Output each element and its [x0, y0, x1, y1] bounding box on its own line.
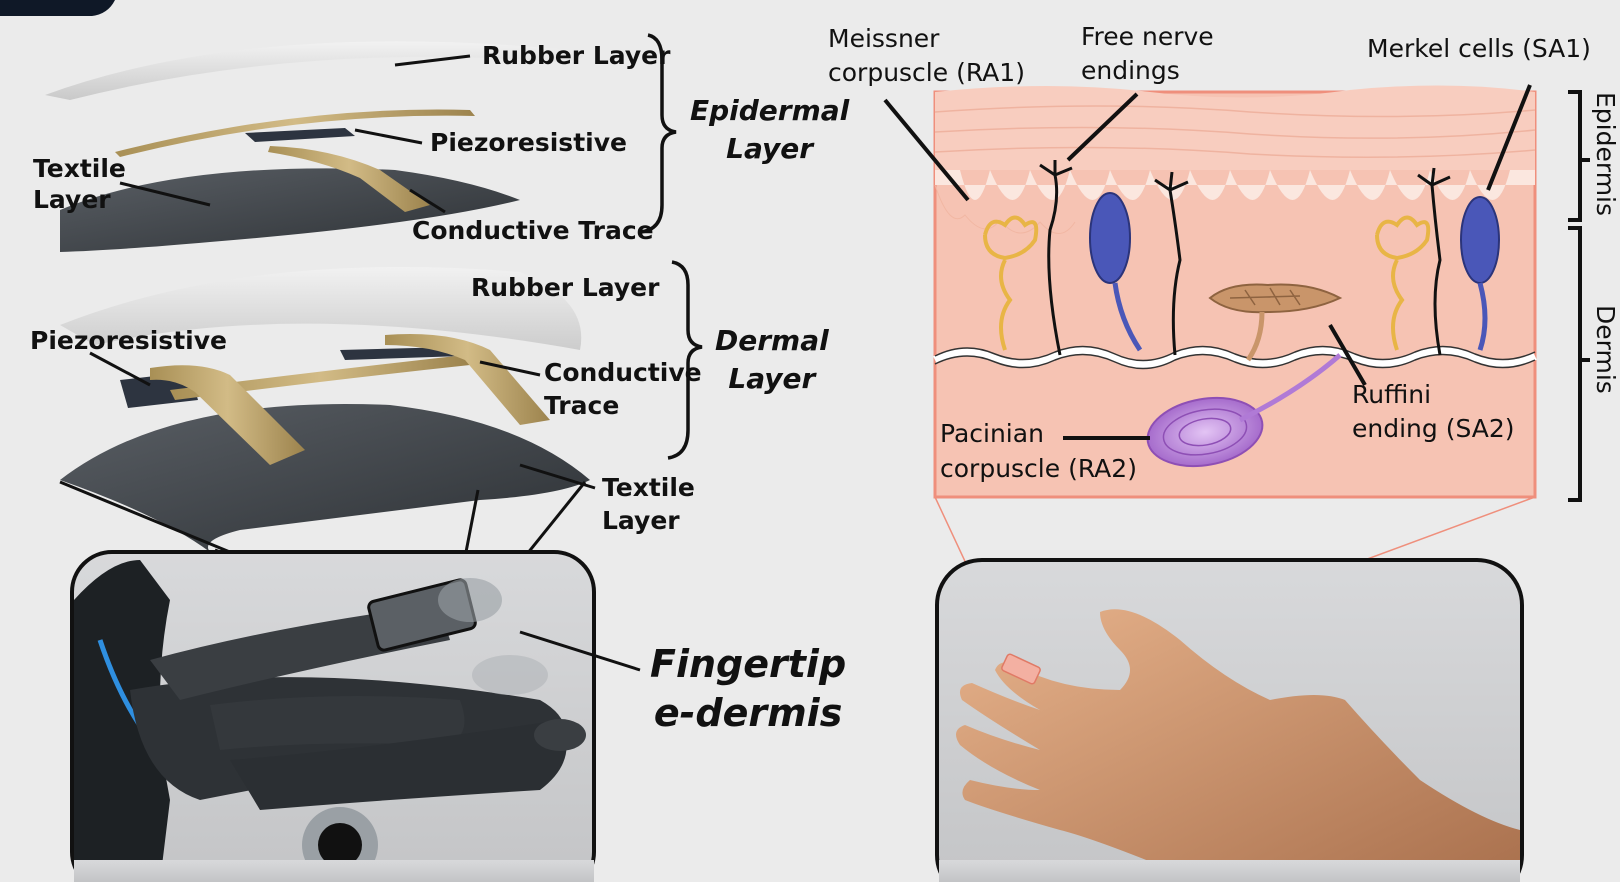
dermal-piezo-label: Piezoresistive — [30, 325, 227, 358]
layer-brackets — [1568, 92, 1590, 500]
dermal-textile-label: Textile Layer — [602, 472, 695, 537]
epidermal-textile-label: Textile Layer — [33, 153, 126, 216]
ruffini-label: Ruffini ending (SA2) — [1352, 378, 1515, 446]
epidermal-piezo-patch — [245, 128, 355, 142]
dermal-layer-label: Dermal Layer — [715, 322, 829, 398]
pacinian-label: Pacinian corpuscle (RA2) — [940, 416, 1137, 486]
epidermal-trace-label: Conductive Trace — [412, 215, 654, 248]
human-hand-panel — [937, 560, 1522, 882]
dermal-textile-sheet — [60, 404, 590, 552]
epidermal-rubber-label: Rubber Layer — [482, 40, 670, 73]
merkel-label: Merkel cells (SA1) — [1367, 33, 1591, 66]
dermal-trace-label: Conductive Trace — [544, 357, 702, 422]
free-nerve-label: Free nerve endings — [1081, 20, 1214, 88]
corner-tab — [0, 0, 115, 16]
dermal-rubber-label: Rubber Layer — [471, 272, 659, 305]
robot-hand-panel — [72, 552, 594, 882]
epidermal-layer-label: Epidermal Layer — [690, 92, 849, 168]
epidermal-piezo-label: Piezoresistive — [430, 127, 627, 160]
dermal-stack-graphic — [60, 267, 590, 552]
dermis-label: Dermis — [1591, 305, 1620, 394]
fingertip-edermis-label: Fingertip e-dermis — [650, 640, 846, 739]
epidermis-label: Epidermis — [1591, 92, 1620, 216]
meissner-label: Meissner corpuscle (RA1) — [828, 22, 1025, 90]
